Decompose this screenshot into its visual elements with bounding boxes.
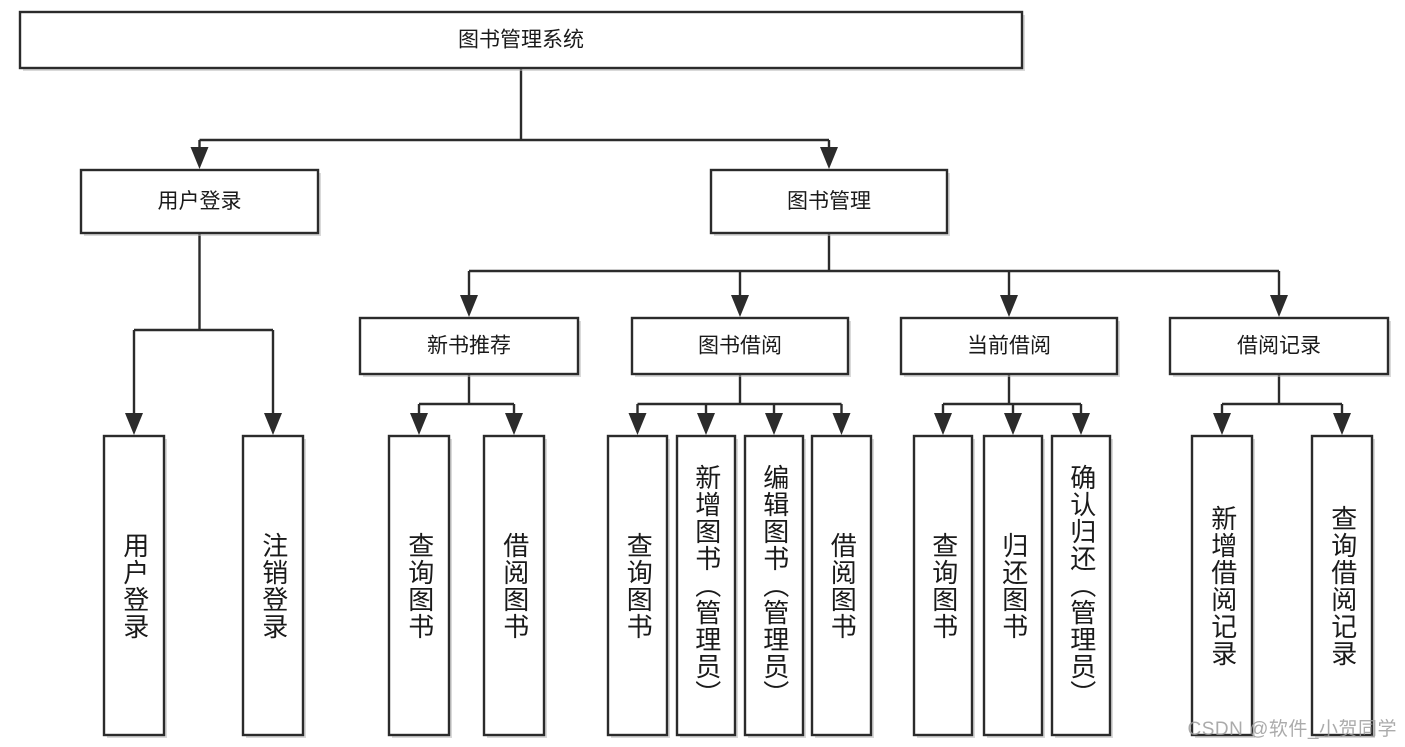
- node-label-new-book-rec: 新书推荐: [427, 335, 511, 358]
- node-book-borrow[interactable]: 图书借阅: [630, 316, 851, 377]
- connector-group-book-borrow: [628, 374, 851, 435]
- arrow-head-icon: [697, 413, 715, 435]
- node-label-root: 图书管理系统: [458, 29, 584, 52]
- node-leaf-query-record[interactable]: [1310, 434, 1375, 738]
- node-box-leaf-query-book-rec[interactable]: [387, 434, 451, 737]
- node-leaf-edit-book[interactable]: [743, 434, 806, 738]
- node-box-leaf-logout[interactable]: [241, 434, 305, 737]
- node-root[interactable]: 图书管理系统: [18, 10, 1025, 71]
- node-current-borrow[interactable]: 当前借阅: [899, 316, 1120, 377]
- node-leaf-query-book-bb[interactable]: [606, 434, 670, 738]
- node-box-root[interactable]: [18, 10, 1024, 70]
- node-leaf-add-book[interactable]: [675, 434, 738, 738]
- arrow-head-icon: [934, 413, 952, 435]
- arrow-head-icon: [1270, 295, 1288, 317]
- watermark-credit: CSDN @软件_小贺同学: [1187, 719, 1397, 740]
- arrow-head-icon: [628, 413, 647, 435]
- node-box-book-borrow[interactable]: [630, 316, 850, 376]
- node-box-leaf-borrow-book-rec[interactable]: [482, 434, 546, 737]
- arrow-head-icon: [1333, 413, 1351, 435]
- arrow-head-icon: [731, 295, 749, 317]
- connector-group-root: [190, 68, 838, 169]
- node-leaf-borrow-book-rec[interactable]: [482, 434, 547, 738]
- connector-group-new-book-rec: [410, 374, 523, 435]
- node-box-leaf-confirm-return[interactable]: [1050, 434, 1112, 737]
- arrow-head-icon: [765, 413, 783, 435]
- node-label-book-manage: 图书管理: [787, 190, 871, 213]
- node-leaf-confirm-return[interactable]: [1050, 434, 1113, 738]
- arrow-head-icon: [125, 413, 143, 435]
- node-box-current-borrow[interactable]: [899, 316, 1119, 376]
- arrow-head-icon: [1072, 413, 1090, 435]
- node-box-borrow-record[interactable]: [1168, 316, 1390, 376]
- node-leaf-borrow-book-bb[interactable]: [810, 434, 874, 738]
- connector-group-book-manage: [460, 233, 1288, 317]
- node-leaf-add-record[interactable]: [1190, 434, 1255, 738]
- node-box-leaf-edit-book[interactable]: [743, 434, 805, 737]
- arrow-head-icon: [505, 413, 523, 435]
- arrow-head-icon: [190, 147, 209, 169]
- connector-group-user-login: [125, 233, 282, 435]
- node-label-borrow-record: 借阅记录: [1237, 335, 1321, 358]
- node-borrow-record[interactable]: 借阅记录: [1168, 316, 1391, 377]
- node-box-leaf-query-book-bb[interactable]: [606, 434, 669, 737]
- node-box-leaf-query-book-cb[interactable]: [912, 434, 974, 737]
- node-box-user-login[interactable]: [79, 168, 320, 235]
- arrow-head-icon: [820, 147, 838, 169]
- node-new-book-rec[interactable]: 新书推荐: [358, 316, 581, 377]
- node-label-current-borrow: 当前借阅: [967, 335, 1051, 358]
- arrow-head-icon: [1000, 295, 1018, 317]
- node-box-leaf-return-book[interactable]: [982, 434, 1044, 737]
- node-box-leaf-add-record[interactable]: [1190, 434, 1254, 737]
- node-leaf-return-book[interactable]: [982, 434, 1045, 738]
- node-box-book-manage[interactable]: [709, 168, 949, 235]
- node-leaf-query-book-cb[interactable]: [912, 434, 975, 738]
- node-box-new-book-rec[interactable]: [358, 316, 580, 376]
- node-user-login[interactable]: 用户登录: [79, 168, 321, 236]
- arrow-head-icon: [264, 413, 282, 435]
- node-book-manage[interactable]: 图书管理: [709, 168, 950, 236]
- node-leaf-logout[interactable]: [241, 434, 306, 738]
- arrow-head-icon: [832, 413, 851, 435]
- node-leaf-query-book-rec[interactable]: [387, 434, 452, 738]
- connector-group-current-borrow: [934, 374, 1090, 435]
- arrow-head-icon: [410, 413, 428, 435]
- arrow-head-icon: [1213, 413, 1231, 435]
- connector-layer: [125, 68, 1351, 435]
- node-box-leaf-query-record[interactable]: [1310, 434, 1374, 737]
- node-box-leaf-user-login[interactable]: [102, 434, 166, 737]
- node-leaf-user-login[interactable]: [102, 434, 167, 738]
- node-box-leaf-borrow-book-bb[interactable]: [810, 434, 873, 737]
- node-label-book-borrow: 图书借阅: [698, 335, 782, 358]
- connector-group-borrow-record: [1213, 374, 1351, 435]
- node-label-user-login: 用户登录: [158, 190, 242, 213]
- arrow-head-icon: [460, 295, 478, 317]
- node-box-leaf-add-book[interactable]: [675, 434, 737, 737]
- arrow-head-icon: [1004, 413, 1022, 435]
